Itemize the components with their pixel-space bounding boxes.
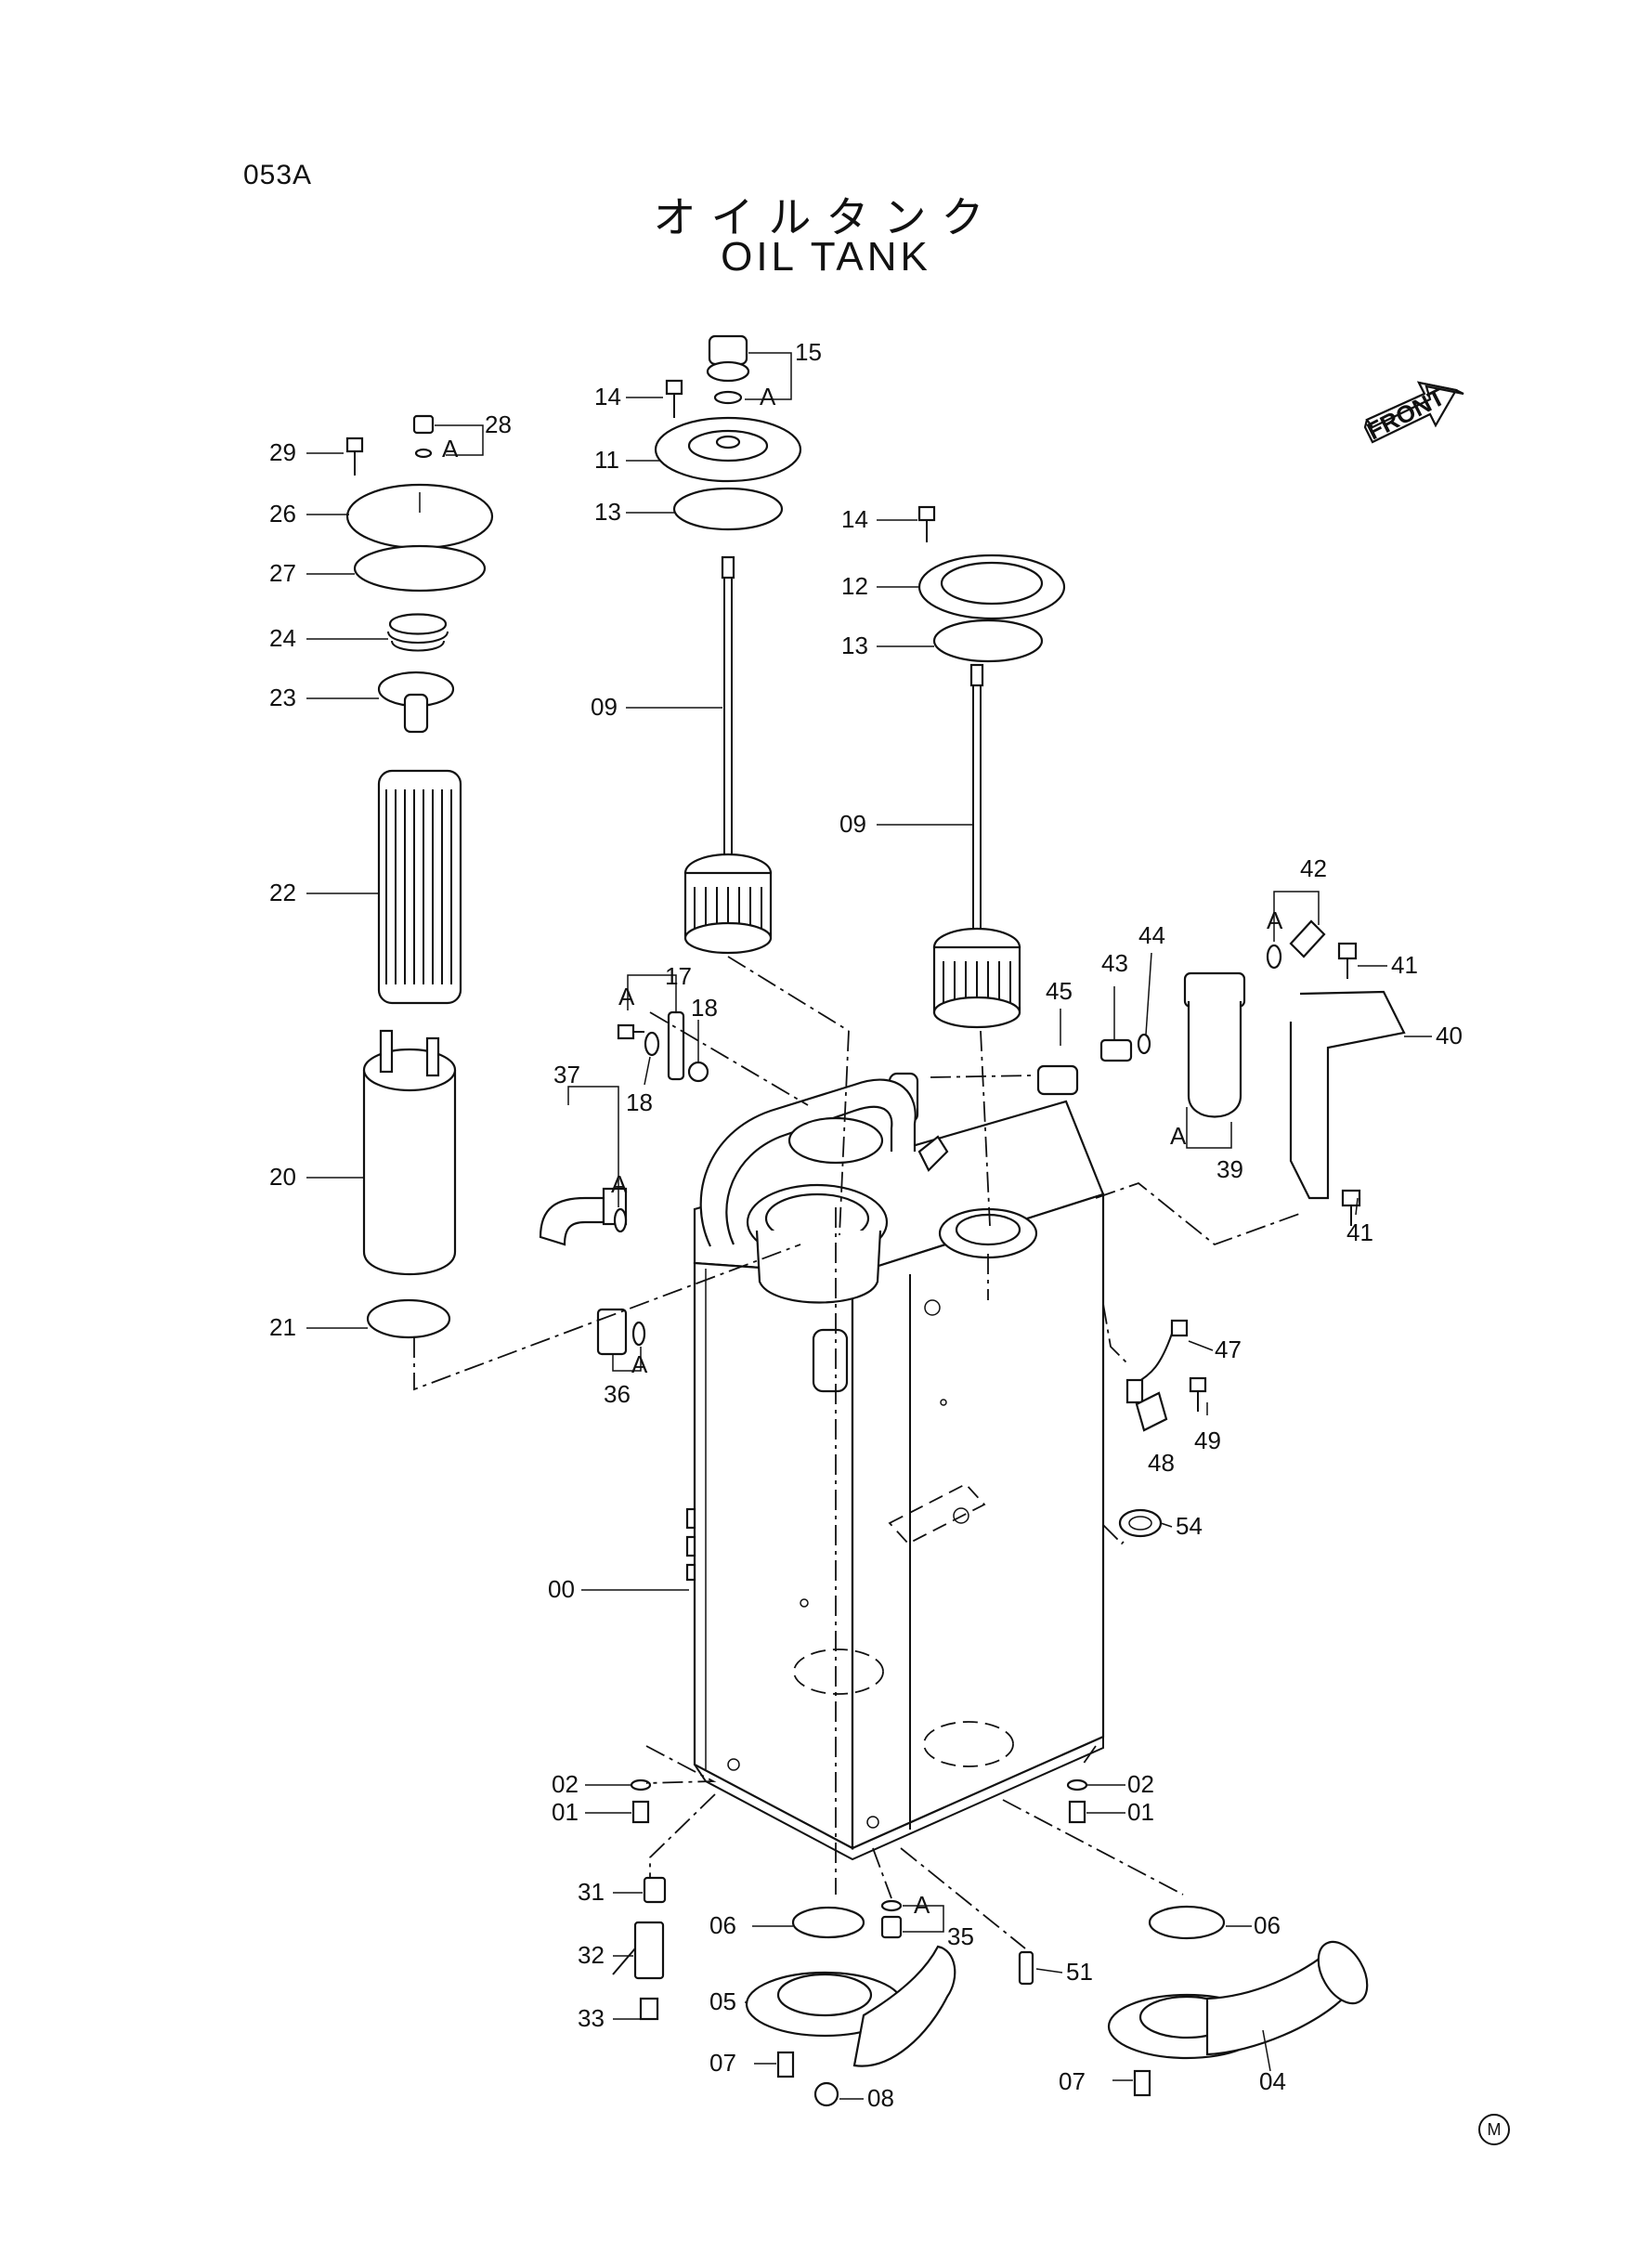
callout-39: 39 [1216,1155,1243,1183]
marker-a-35: A [914,1891,930,1919]
callout-13-right: 13 [841,632,868,659]
drain-and-suction-fittings [612,1778,1369,2107]
callout-51: 51 [1066,1958,1093,1986]
return-pipe-assembly [699,1078,1038,1304]
callout-13-left: 13 [594,498,621,526]
breather-suction-assembly [654,334,802,955]
callout-43: 43 [1101,949,1128,977]
callout-18-upper: 18 [691,994,718,1022]
callout-24: 24 [269,624,296,652]
marker-a-37: A [611,1170,628,1198]
callout-12: 12 [841,572,868,600]
callout-36: 36 [604,1380,631,1408]
callout-28: 28 [485,410,512,438]
callout-07-left: 07 [709,2049,736,2077]
callout-33: 33 [578,2004,605,2032]
pilot-filter-assembly [1036,919,1406,1226]
callout-42: 42 [1300,854,1327,882]
sensor-assembly [1118,1319,1207,1538]
callout-01-right: 01 [1127,1798,1154,1826]
callout-17: 17 [665,962,692,990]
callout-11: 11 [594,446,619,474]
callout-15: 15 [795,338,822,366]
callout-29: 29 [269,438,296,466]
callout-32: 32 [578,1941,605,1969]
callout-37: 37 [553,1061,580,1088]
return-filter-assembly [345,414,494,1339]
level-gauge-assembly [617,1010,709,1083]
title-japanese: オイルタンク [653,192,999,242]
callout-06-right: 06 [1254,1911,1281,1939]
callout-08: 08 [867,2084,894,2112]
second-suction-assembly [917,505,1066,1029]
callout-05: 05 [709,1987,736,2015]
callout-09-left: 09 [591,693,618,721]
callout-09-right: 09 [839,810,866,838]
callout-21: 21 [269,1313,296,1341]
callout-48: 48 [1148,1449,1175,1477]
callout-26: 26 [269,500,296,528]
page-code: 053A [243,160,313,190]
callout-45: 45 [1046,977,1073,1005]
callout-labels: 00 01 01 02 02 04 05 06 06 07 07 08 09 0… [269,338,1463,2112]
callout-02-left: 02 [552,1770,579,1798]
marker-a-36: A [631,1350,648,1378]
callout-01-left: 01 [552,1798,579,1826]
marker-a-39: A [1170,1122,1187,1150]
callout-14-right: 14 [841,505,868,533]
marker-a-15: A [760,383,776,410]
callout-20: 20 [269,1163,296,1191]
callout-41-upper: 41 [1391,951,1418,979]
callout-54: 54 [1176,1512,1203,1540]
callout-49: 49 [1194,1427,1221,1454]
marker-a-17: A [618,983,635,1010]
callout-22: 22 [269,879,296,906]
marker-a-42: A [1267,906,1283,934]
callout-27: 27 [269,559,296,587]
front-label: FRONT [1362,383,1450,445]
marker-a-28: A [442,435,459,463]
callout-14-left: 14 [594,383,621,410]
front-arrow-icon [1363,381,1464,444]
sub-assembly-markers: A A A A A A A A [442,383,1283,1919]
callout-35: 35 [947,1922,974,1950]
callout-02-right: 02 [1127,1770,1154,1798]
callout-44: 44 [1138,921,1165,949]
callout-04: 04 [1259,2067,1286,2095]
callout-07-right: 07 [1059,2067,1086,2095]
callout-31: 31 [578,1878,605,1906]
leader-lines [306,352,1432,2100]
callout-23: 23 [269,684,296,711]
title-english: OIL TANK [721,234,931,280]
manufacturer-mark: M [1478,2114,1510,2145]
callout-18-lower: 18 [626,1088,653,1116]
callout-41-lower: 41 [1346,1218,1373,1246]
callout-06-left: 06 [709,1911,736,1939]
drain-elbow-assembly [539,1187,646,1356]
callout-47: 47 [1215,1335,1242,1363]
callout-40: 40 [1436,1022,1463,1049]
callout-00: 00 [548,1575,575,1603]
